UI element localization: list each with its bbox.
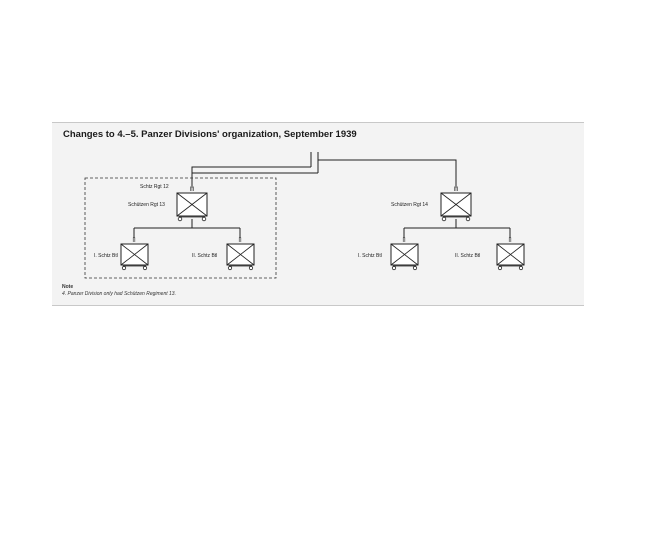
label-rgt12: Schtz Rgt 12: [140, 184, 169, 190]
unit-symbol-bn1-right: II: [390, 238, 419, 271]
right-branch-lines: [403, 219, 511, 238]
left-branch-lines: [133, 219, 241, 238]
diagram-title: Changes to 4.–5. Panzer Divisions' organ…: [63, 129, 357, 140]
svg-text:II: II: [132, 238, 136, 244]
unit-symbol-bn1-left: II: [120, 238, 149, 271]
label-rgt13: Schützen Rgt 13: [128, 202, 165, 208]
svg-text:III: III: [189, 187, 194, 193]
svg-text:II: II: [508, 238, 512, 244]
unit-symbol-bn2-right: II: [496, 238, 525, 271]
label-bn1-right: I. Schtz Btl: [358, 253, 382, 259]
group-box: [84, 177, 277, 279]
label-rgt14: Schützen Rgt 14: [391, 202, 428, 208]
unit-symbol-rgt13: III: [176, 187, 208, 222]
note-label: Note: [62, 284, 74, 290]
note-text: 4. Panzer Division only had Schützen Reg…: [62, 291, 176, 297]
unit-symbol-bn2-left: II: [226, 238, 255, 271]
label-bn2-left: II. Schtz Btl: [192, 253, 217, 259]
svg-text:II: II: [402, 238, 406, 244]
label-bn1-left: I. Schtz Btl: [94, 253, 118, 259]
unit-symbol-rgt14: III: [440, 187, 472, 222]
svg-text:II: II: [238, 238, 242, 244]
label-bn2-right: II. Schtz Btl: [455, 253, 480, 259]
top-connector: [191, 152, 457, 188]
svg-text:III: III: [453, 187, 458, 193]
